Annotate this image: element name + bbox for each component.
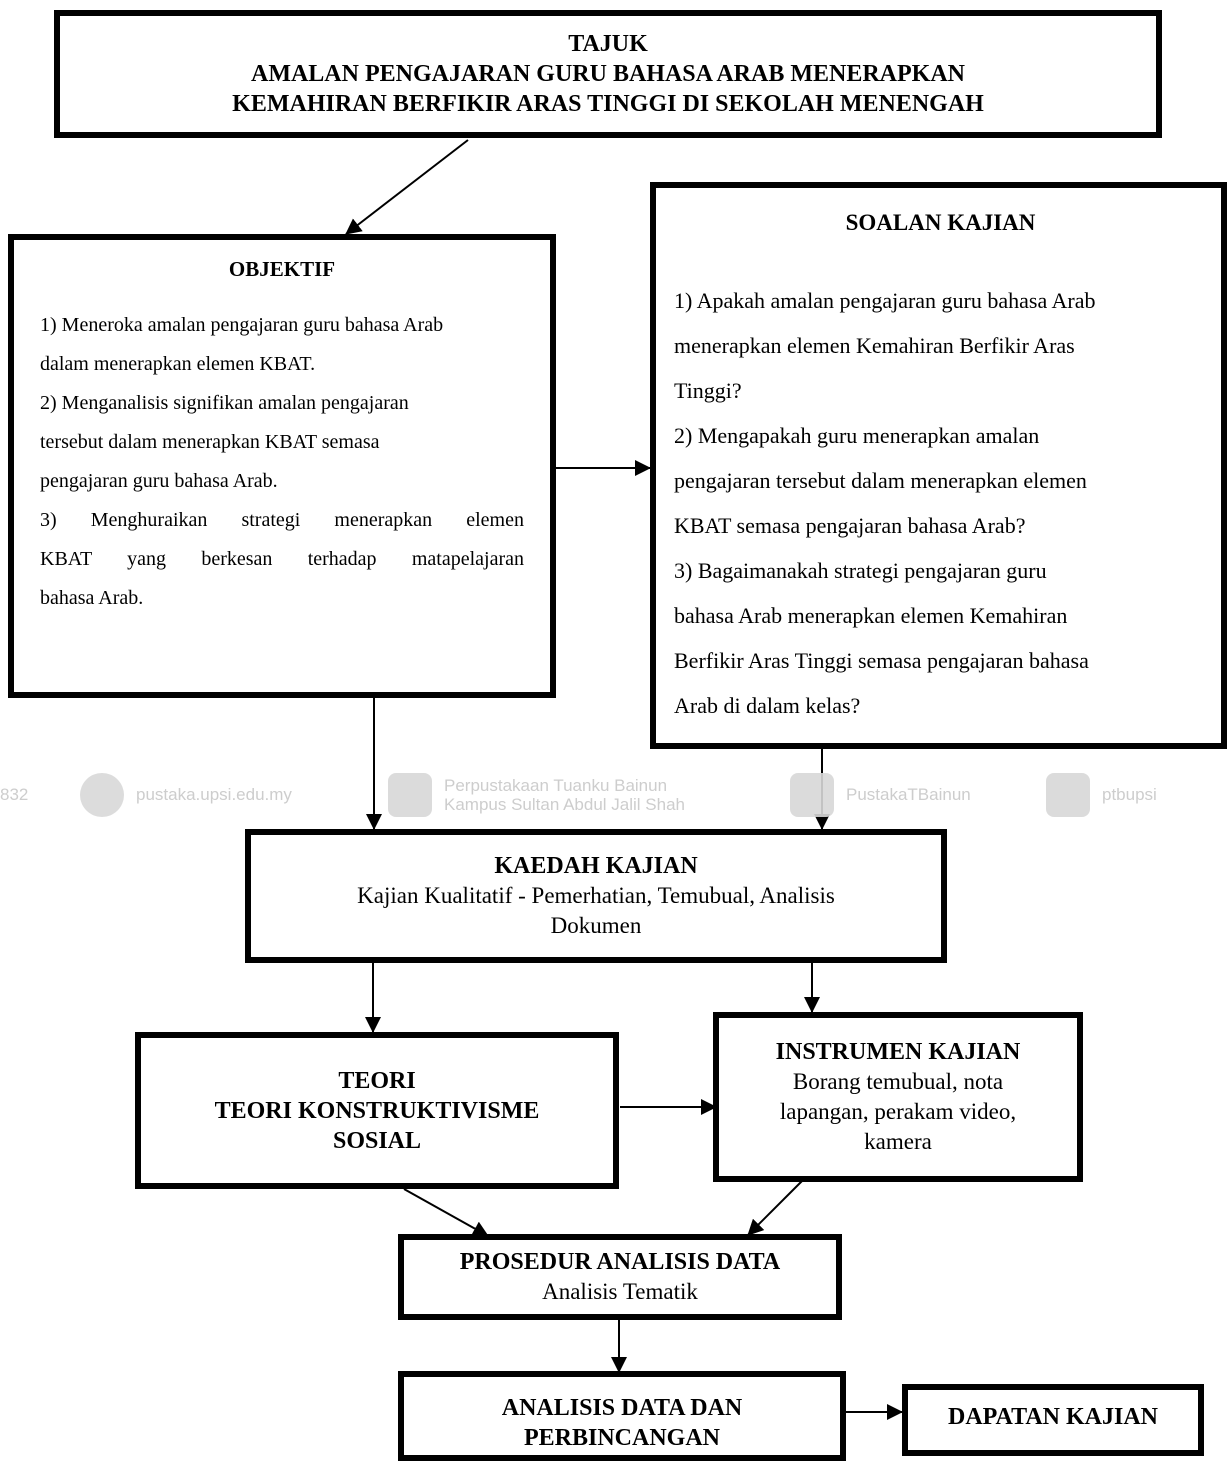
soalan-line: KBAT semasa pengajaran bahasa Arab? <box>674 513 1026 538</box>
dapatan-kajian-box: DAPATAN KAJIAN <box>902 1384 1204 1456</box>
kaedah-line2: Dokumen <box>550 913 642 938</box>
soalan-line: 2) Mengapakah guru menerapkan amalan <box>674 423 1040 448</box>
soalan-line: bahasa Arab menerapkan elemen Kemahiran <box>674 603 1068 628</box>
watermark-library-text: Perpustakaan Tuanku Bainun Kampus Sultan… <box>444 776 685 814</box>
soalan-heading: SOALAN KAJIAN <box>845 210 1036 235</box>
dapatan-heading: DAPATAN KAJIAN <box>948 1404 1158 1430</box>
watermark-num: 832 <box>0 770 28 820</box>
teori-line3: SOSIAL <box>332 1127 422 1154</box>
instrumen-line1: Borang temubual, nota <box>792 1069 1004 1094</box>
objektif-line: pengajaran guru bahasa Arab. <box>40 470 278 492</box>
soalan-line: Tinggi? <box>674 378 742 403</box>
soalan-line: pengajaran tersebut dalam menerapkan ele… <box>674 468 1087 493</box>
objektif-line: dalam menerapkan elemen KBAT. <box>40 353 316 375</box>
tajuk-heading: TAJUK <box>568 31 648 57</box>
prosedur-line1: Analisis Tematik <box>542 1279 698 1304</box>
kaedah-heading: KAEDAH KAJIAN <box>494 853 698 879</box>
watermark-library: Perpustakaan Tuanku Bainun Kampus Sultan… <box>388 770 685 820</box>
watermark-number: 832 <box>0 785 29 804</box>
objektif-line: 2) Menganalisis signifikan amalan pengaj… <box>40 392 409 414</box>
objektif-line: tersebut dalam menerapkan KBAT semasa <box>40 431 380 453</box>
teori-box: TEORI TEORI KONSTRUKTIVISME SOSIAL <box>135 1032 619 1189</box>
arrow-teori-to-prosedur <box>403 1188 489 1237</box>
tajuk-box: TAJUK AMALAN PENGAJARAN GURU BAHASA ARAB… <box>54 10 1162 138</box>
instrumen-kajian-box: INSTRUMEN KAJIAN Borang temubual, nota l… <box>713 1012 1083 1182</box>
objektif-line: 1) Meneroka amalan pengajaran guru bahas… <box>40 314 444 336</box>
soalan-kajian-box: SOALAN KAJIAN 1) Apakah amalan pengajara… <box>650 182 1227 749</box>
watermark-site-text: pustaka.upsi.edu.my <box>136 785 292 804</box>
soalan-line: 3) Bagaimanakah strategi pengajaran guru <box>674 558 1047 583</box>
objektif-box: OBJEKTIF 1) Meneroka amalan pengajaran g… <box>8 234 556 698</box>
watermark-twitter: PustakaTBainun <box>790 770 971 820</box>
watermark-library-line1: Perpustakaan Tuanku Bainun <box>444 776 668 795</box>
watermark-instagram-text: ptbupsi <box>1102 785 1157 804</box>
soalan-line: 1) Apakah amalan pengajaran guru bahasa … <box>674 288 1096 313</box>
analisis-line1: ANALISIS DATA DAN <box>501 1395 743 1421</box>
watermark-instagram: ptbupsi <box>1046 770 1157 820</box>
watermark-library-line2: Kampus Sultan Abdul Jalil Shah <box>444 795 685 814</box>
tajuk-title-line2: KEMAHIRAN BERFIKIR ARAS TINGGI DI SEKOLA… <box>232 91 984 117</box>
objektif-heading: OBJEKTIF <box>228 257 336 281</box>
objektif-line: KBAT yang berkesan terhadap matapelajara… <box>40 548 524 570</box>
instagram-icon <box>1046 773 1090 817</box>
tajuk-title-line1: AMALAN PENGAJARAN GURU BAHASA ARAB MENER… <box>250 61 965 87</box>
watermark-twitter-text: PustakaTBainun <box>846 785 971 804</box>
twitter-icon <box>790 773 834 817</box>
instrumen-heading: INSTRUMEN KAJIAN <box>775 1039 1021 1065</box>
objektif-line: 3) Menghuraikan strategi menerapkan elem… <box>40 509 524 531</box>
kaedah-kajian-box: KAEDAH KAJIAN Kajian Kualitatif - Pemerh… <box>245 829 947 963</box>
kaedah-line1: Kajian Kualitatif - Pemerhatian, Temubua… <box>357 883 835 908</box>
arrow-tajuk-to-objektif <box>345 139 469 235</box>
arrow-instrumen-to-prosedur <box>747 1180 803 1236</box>
analisis-data-box: ANALISIS DATA DAN PERBINCANGAN <box>398 1371 846 1461</box>
analisis-line2: PERBINCANGAN <box>523 1425 720 1451</box>
soalan-line: menerapkan elemen Kemahiran Berfikir Ara… <box>674 333 1075 358</box>
teori-line2: TEORI KONSTRUKTIVISME <box>214 1097 540 1124</box>
teori-line1: TEORI <box>338 1067 416 1094</box>
instrumen-line2: lapangan, perakam video, <box>779 1099 1017 1124</box>
watermark-site: pustaka.upsi.edu.my <box>80 770 292 820</box>
prosedur-analisis-box: PROSEDUR ANALISIS DATA Analisis Tematik <box>398 1234 842 1320</box>
objektif-line: bahasa Arab. <box>40 587 144 609</box>
soalan-line: Arab di dalam kelas? <box>674 693 861 718</box>
facebook-icon <box>388 773 432 817</box>
instrumen-line3: kamera <box>864 1129 932 1154</box>
prosedur-heading: PROSEDUR ANALISIS DATA <box>459 1249 781 1275</box>
globe-icon <box>80 773 124 817</box>
soalan-line: Berfikir Aras Tinggi semasa pengajaran b… <box>674 648 1089 673</box>
